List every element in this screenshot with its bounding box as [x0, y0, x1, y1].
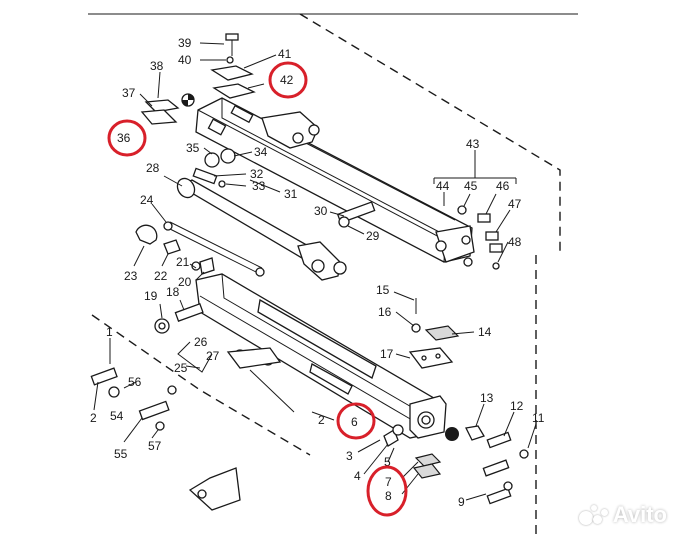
part-label: 23 — [124, 269, 138, 283]
part-label: 56 — [128, 375, 142, 389]
part-label: 31 — [284, 187, 298, 201]
part-label: 24 — [140, 193, 154, 207]
part-label: 36 — [117, 131, 131, 145]
part-label: 30 — [314, 204, 328, 218]
part-label: 5 — [384, 455, 391, 469]
part-label: 41 — [278, 47, 292, 61]
part-label: 2 — [318, 413, 325, 427]
part-label: 2 — [90, 411, 97, 425]
part-labels: 39 40 41 42 38 37 36 35 34 32 33 31 28 2… — [90, 36, 545, 509]
part-label: 21 — [176, 255, 190, 269]
highlight-circle-36 — [107, 119, 147, 157]
part-label: 19 — [144, 289, 158, 303]
highlight-circle-6 — [336, 402, 376, 440]
part-label: 43 — [466, 137, 480, 151]
diagram-frame — [88, 13, 578, 540]
part-label: 38 — [150, 59, 164, 73]
part-label: 22 — [154, 269, 168, 283]
part-label: 45 — [464, 179, 478, 193]
part-label: 14 — [478, 325, 492, 339]
part-label: 16 — [378, 305, 392, 319]
part-label: 32 — [250, 167, 264, 181]
part-label: 27 — [206, 349, 220, 363]
part-label: 54 — [110, 409, 124, 423]
part-label: 39 — [178, 36, 192, 50]
upper-boom-part — [195, 97, 475, 267]
part-label: 8 — [385, 489, 392, 503]
part-label: 15 — [376, 283, 390, 297]
part-label: 26 — [194, 335, 208, 349]
part-label: 1 — [106, 325, 113, 339]
avito-wordmark: Avito — [612, 502, 667, 527]
cylinder-part — [163, 177, 347, 281]
part-label: 44 — [436, 179, 450, 193]
part-label: 33 — [252, 179, 266, 193]
part-label: 17 — [380, 347, 394, 361]
part-label: 57 — [148, 439, 162, 453]
part-label: 42 — [280, 73, 294, 87]
part-label: 9 — [458, 495, 465, 509]
part-label: 25 — [174, 361, 188, 375]
avito-logo-icon — [578, 503, 609, 527]
part-label: 4 — [354, 469, 361, 483]
part-label: 6 — [351, 415, 358, 429]
part-label: 20 — [178, 275, 192, 289]
part-label: 29 — [366, 229, 380, 243]
highlight-circle-42 — [268, 61, 308, 99]
part-label: 3 — [346, 449, 353, 463]
part-label: 55 — [114, 447, 128, 461]
part-label: 37 — [122, 86, 136, 100]
part-label: 28 — [146, 161, 160, 175]
part-label: 13 — [480, 391, 494, 405]
part-label: 7 — [385, 475, 392, 489]
part-label: 34 — [254, 145, 268, 159]
small-parts — [90, 33, 529, 511]
part-label: 47 — [508, 197, 522, 211]
avito-watermark: Avito — [578, 502, 667, 528]
highlight-circles — [107, 61, 408, 517]
highlight-circle-7-8 — [366, 465, 408, 517]
leader-lines — [93, 42, 537, 501]
part-label: 48 — [508, 235, 522, 249]
part-label: 12 — [510, 399, 524, 413]
part-label: 40 — [178, 53, 192, 67]
part-label: 35 — [186, 141, 200, 155]
part-label: 18 — [166, 285, 180, 299]
part-label: 46 — [496, 179, 510, 193]
part-label: 11 — [532, 411, 545, 425]
